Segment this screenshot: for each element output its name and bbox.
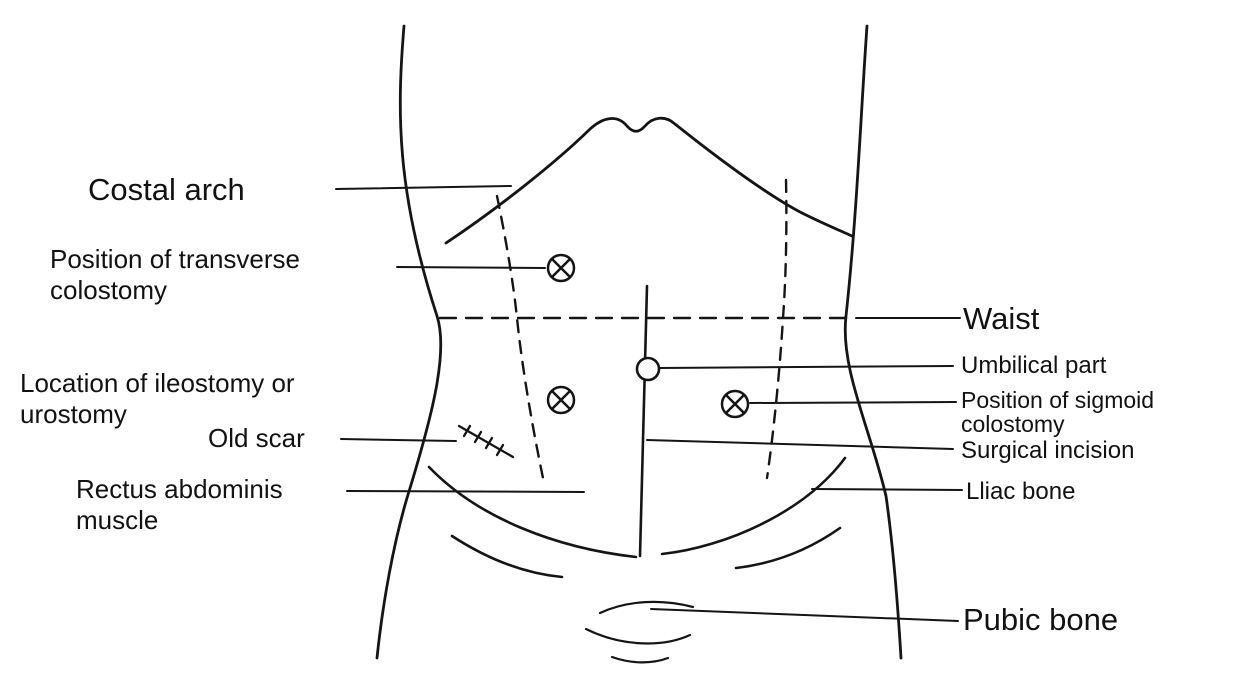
leader-pubic-bone	[650, 608, 959, 622]
torso-outline	[375, 24, 903, 660]
leader-costal-arch	[335, 185, 512, 190]
stoma-markers	[546, 253, 750, 419]
leader-rectus-abdominis	[346, 490, 585, 493]
stoma-marker-sigmoid	[720, 389, 750, 419]
groin-curve-left	[450, 534, 564, 579]
semilunar-line-left	[495, 194, 545, 480]
label-transverse-colostomy: Position of transverse colostomy	[50, 244, 301, 305]
stoma-marker-transverse	[546, 253, 576, 283]
leader-surgical-incision	[646, 439, 954, 450]
label-surgical-incision: Surgical incision	[961, 437, 1135, 464]
leader-iliac-bone	[811, 488, 963, 491]
costal-arch-line	[444, 116, 854, 245]
label-old-scar: Old scar	[208, 423, 305, 453]
leader-lines	[335, 185, 963, 622]
groin-curve-right	[734, 526, 842, 570]
old-scar-mark	[457, 424, 515, 459]
leader-old-scar	[340, 438, 457, 442]
leader-transverse-colostomy	[396, 266, 546, 269]
umbilicus-circle	[635, 356, 661, 382]
label-waist: Waist	[963, 301, 1040, 336]
leader-umbilical-part	[659, 365, 954, 369]
torso-right-side	[843, 24, 903, 660]
pubic-arc-lower	[584, 627, 692, 645]
midline-incision-line	[638, 284, 649, 558]
midline-and-umbilicus	[635, 284, 661, 558]
pelvis-lines	[427, 456, 847, 664]
label-umbilical-part: Umbilical part	[961, 352, 1107, 379]
label-sigmoid-colostomy: Position of sigmoid colostomy	[961, 387, 1155, 438]
label-costal-arch: Costal arch	[88, 172, 245, 207]
semilunar-line-right	[765, 178, 788, 480]
iliac-crest-line-left	[427, 465, 638, 559]
label-ileostomy-urostomy: Location of ileostomy or urostomy	[20, 368, 295, 429]
label-iliac-bone: Lliac bone	[966, 478, 1076, 505]
pubic-arc-bottom	[610, 655, 670, 664]
pubic-arc-upper	[598, 600, 695, 615]
label-rectus-abdominis: Rectus abdominis muscle	[76, 474, 283, 535]
label-pubic-bone: Pubic bone	[963, 602, 1119, 637]
stoma-marker-ileostomy	[546, 385, 576, 415]
iliac-crest-line-right	[660, 456, 847, 556]
leader-sigmoid-colostomy	[749, 401, 957, 404]
torso-left-side	[375, 24, 443, 660]
